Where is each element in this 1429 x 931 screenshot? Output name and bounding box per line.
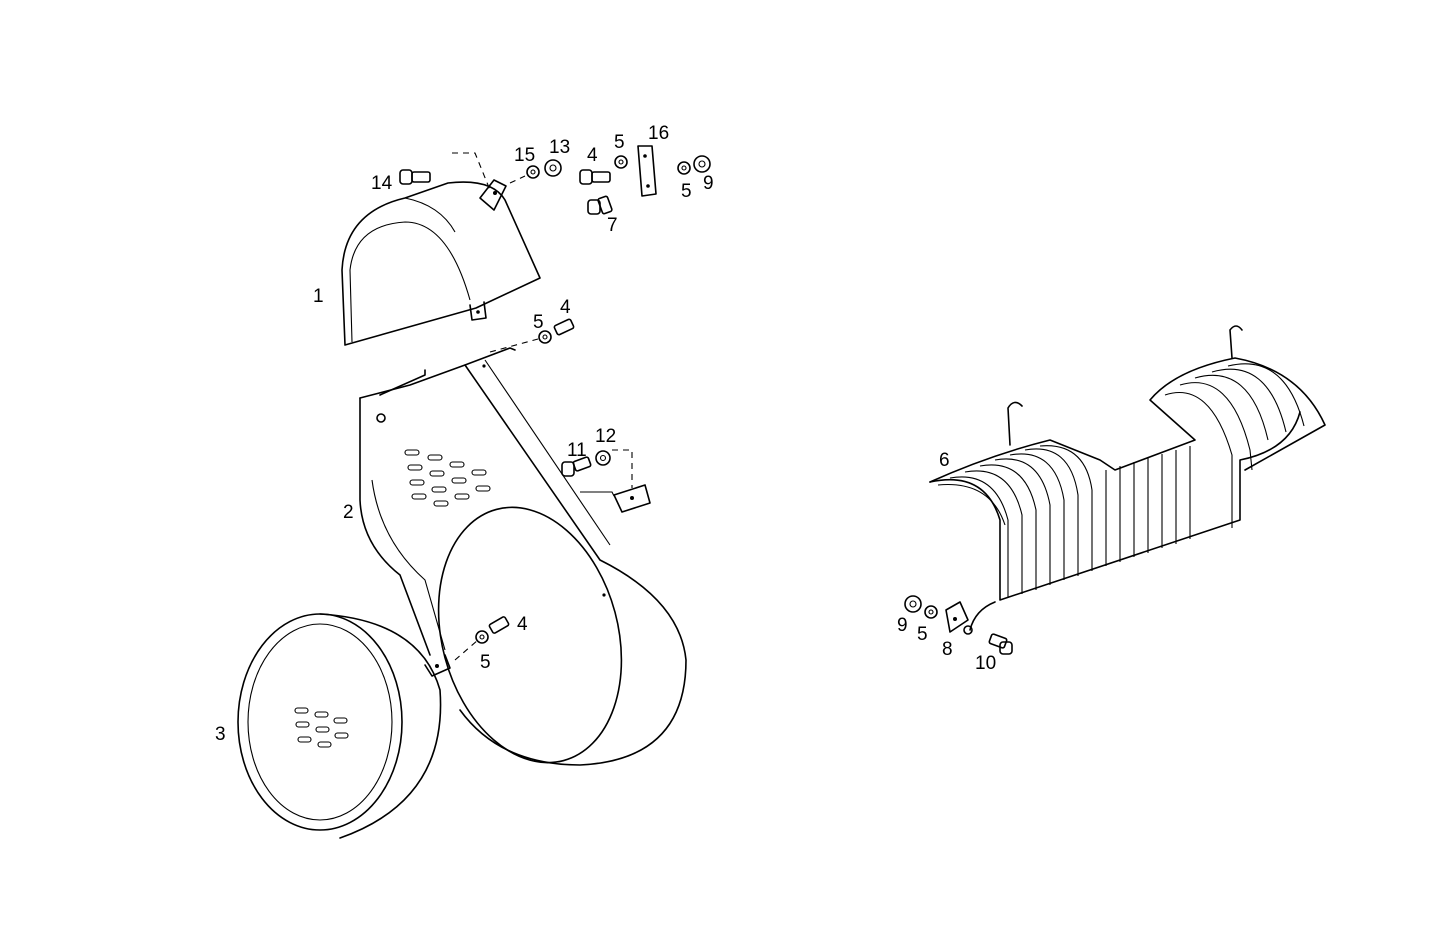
part-16-plate <box>637 145 657 197</box>
part-5-washer-right <box>677 161 691 175</box>
callout-5-low: 5 <box>480 652 491 673</box>
part-10-bolt <box>988 633 1013 655</box>
callout-7: 7 <box>607 215 618 236</box>
callout-4-mid: 4 <box>560 297 571 318</box>
callout-5-mid: 5 <box>533 312 544 333</box>
callout-5-far-right: 5 <box>917 624 928 645</box>
callout-16: 16 <box>648 123 669 144</box>
part-8-bracket <box>945 601 969 633</box>
callout-9-right: 9 <box>897 615 908 636</box>
part-5-washer-top <box>614 155 628 169</box>
callout-12: 12 <box>595 426 616 447</box>
callouts: 1 2 3 14 15 13 4 5 16 5 9 7 5 4 11 12 4 … <box>215 123 996 745</box>
callout-10: 10 <box>975 653 996 674</box>
part-2-vent-slots <box>404 449 491 507</box>
part-6-fins <box>949 363 1305 598</box>
callout-3: 3 <box>215 724 226 745</box>
callout-8: 8 <box>942 639 953 660</box>
part-4-bolt-mid <box>553 318 575 336</box>
part-9-nut-top <box>693 155 711 173</box>
part-5-washer-mid <box>538 330 552 344</box>
part-4-bolt-top <box>579 169 611 185</box>
part-5-washer-low <box>475 630 489 644</box>
callout-13: 13 <box>549 137 570 158</box>
callout-1: 1 <box>313 286 324 307</box>
callout-6: 6 <box>939 450 950 471</box>
part-2-main-housing <box>359 347 687 766</box>
part-6-finned-guard <box>929 325 1326 635</box>
part-9-nut-right <box>904 595 922 613</box>
callout-15: 15 <box>514 145 535 166</box>
part-5-washer-far-right <box>924 605 938 619</box>
part-3-vent-slots <box>294 707 349 748</box>
part-12-nut <box>595 450 611 466</box>
assembly-lines <box>452 152 633 661</box>
part-13-nut <box>544 159 562 177</box>
part-4-bolt-low <box>488 616 510 634</box>
part-3-round-cover <box>237 613 442 839</box>
part-14-bolt <box>399 169 431 185</box>
part-11-bolt <box>561 456 592 477</box>
part-1-upper-guard <box>341 179 541 346</box>
callout-4-top: 4 <box>587 145 598 166</box>
callout-11: 11 <box>567 440 587 461</box>
part-15-washer <box>526 165 540 179</box>
callout-9-top: 9 <box>703 173 714 194</box>
callout-2: 2 <box>343 502 354 523</box>
callout-4-low: 4 <box>517 614 528 635</box>
callout-14: 14 <box>371 173 393 194</box>
callout-5-top: 5 <box>614 132 625 153</box>
callout-5-right: 5 <box>681 181 692 202</box>
part-7-bolt <box>587 195 613 215</box>
